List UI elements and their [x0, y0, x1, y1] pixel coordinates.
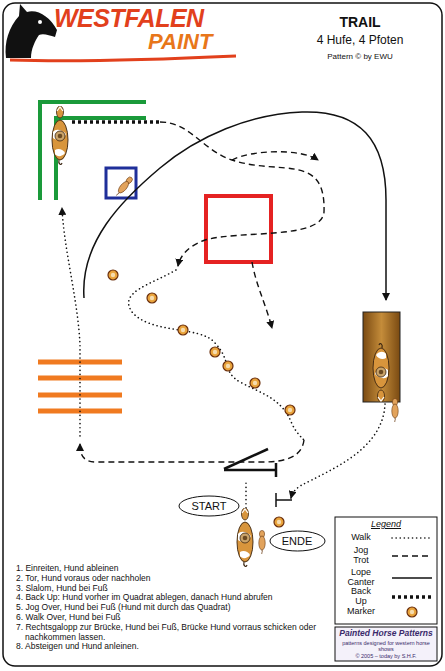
- footer-brand: Painted Horse Patterns: [339, 629, 433, 639]
- ellipse-shape: [179, 496, 239, 516]
- instruction-step: 4. Back Up: Hund vorher im Quadrat ableg…: [16, 593, 330, 603]
- legend-label: Walk: [351, 533, 371, 543]
- legend-heading: Legend: [371, 519, 401, 529]
- footer-note: patterns designed for western horse show…: [337, 640, 435, 652]
- logo-word: PAINT: [148, 29, 212, 54]
- instruction-step: 3. Slalom, Hund bei Fuß: [16, 584, 330, 594]
- footer-note: © 2005 – today by S.H.F.: [355, 653, 416, 659]
- legend-label: Lope Canter: [347, 568, 374, 588]
- node-text: START: [178, 500, 240, 513]
- subtitle: 4 Hufe, 4 Pfoten: [317, 34, 404, 48]
- logo-word: WESTFALEN: [54, 4, 204, 33]
- instruction-step: 6. Walk Over, Hund bei Fuß: [16, 613, 330, 623]
- legend-label: Marker: [347, 607, 375, 617]
- instruction-step: 2. Tor, Hund voraus oder nachholen: [16, 574, 330, 584]
- legend-label: Jog Trot: [353, 546, 369, 566]
- instruction-step: 1. Einreiten, Hund ableinen: [16, 564, 330, 574]
- node-text: ENDE: [269, 535, 326, 548]
- title: TRAIL: [339, 14, 380, 30]
- legend-label: Back Up: [351, 587, 371, 607]
- instruction-list: 1. Einreiten, Hund ableinen2. Tor, Hund …: [16, 564, 330, 652]
- instruction-step: 5. Jog Over, Hund bei Fuß (Hund mit durc…: [16, 603, 330, 613]
- marker-ellipse: START: [178, 495, 240, 517]
- marker-ellipse: ENDE: [269, 530, 326, 552]
- instruction-step: 7. Rechtsgalopp zur Brücke, Hund bei Fuß…: [16, 623, 330, 643]
- instruction-step: 8. Absteigen und Hund anleinen.: [16, 642, 330, 652]
- ellipse-shape: [270, 531, 325, 551]
- copyright-note: Pattern © by EWU: [327, 52, 392, 61]
